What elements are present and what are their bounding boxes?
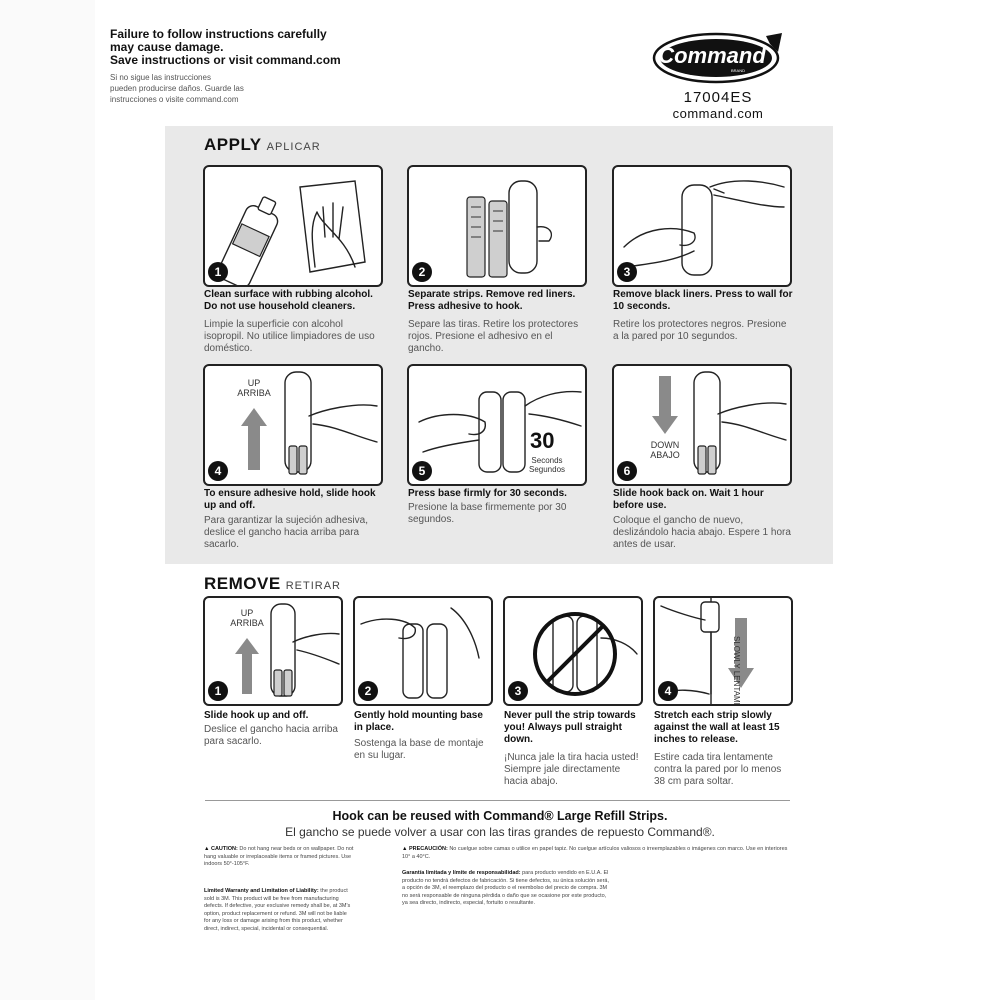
warning-english: Failure to follow instructions carefully… — [110, 28, 470, 67]
apply-step-3-illustration: 3 — [612, 165, 792, 287]
step-number: 2 — [358, 681, 378, 701]
apply-step-5-text: Press base firmly for 30 seconds. — [408, 488, 567, 499]
remove-step-1-text-es: Deslice el gancho hacia arriba para saca… — [204, 724, 338, 747]
prohibited-icon — [533, 612, 617, 696]
step-number: 3 — [508, 681, 528, 701]
step-number: 4 — [208, 461, 228, 481]
apply-step-3-text: Remove black liners. Press to wall for 1… — [613, 289, 793, 312]
remove-step-4-text: Stretch each strip slowly against the wa… — [654, 710, 780, 745]
remove-step-3-illustration: 3 — [503, 596, 643, 706]
warning-line-es: instrucciones o visite command.com — [110, 95, 239, 104]
step-number: 5 — [412, 461, 432, 481]
step-number: 3 — [617, 262, 637, 282]
warning-line: may cause damage. — [110, 40, 224, 54]
remove-step-4-illustration: SLOWLY LENTAMENTE 4 — [653, 596, 793, 706]
apply-step-6-text-es: Coloque el gancho de nuevo, deslizándolo… — [613, 515, 791, 550]
svg-text:BRAND: BRAND — [731, 68, 745, 73]
step-number: 2 — [412, 262, 432, 282]
warning-line-es: Si no sigue las instrucciones — [110, 73, 211, 82]
product-code: 17004ES command.com — [648, 90, 788, 122]
down-arrow-icon — [728, 618, 754, 688]
apply-step-2-text-es: Separe las tiras. Retire los protectores… — [408, 319, 579, 354]
apply-step-1-text-es: Limpie la superficie con alcohol isoprop… — [204, 319, 375, 354]
warning-spanish: Si no sigue las instrucciones pueden pro… — [110, 72, 410, 105]
sku: 17004ES — [683, 89, 753, 106]
apply-step-6-text: Slide hook back on. Wait 1 hour before u… — [613, 488, 764, 511]
apply-step-2-illustration: 2 — [407, 165, 587, 287]
reuse-note: Hook can be reused with Command® Large R… — [332, 809, 668, 823]
step-number: 4 — [658, 681, 678, 701]
slowly-label: SLOWLY LENTAMENTE — [732, 636, 741, 706]
command-logo: Command BRAND — [650, 30, 790, 84]
apply-step-1-illustration: 1 — [203, 165, 383, 287]
remove-step-4-text-es: Estire cada tira lentamente contra la pa… — [654, 752, 782, 787]
precaucion-text: ▲ PRECAUCIÓN: No cuelgue sobre camas o u… — [402, 846, 788, 860]
warning-line: Save instructions or visit command.com — [110, 53, 341, 67]
warning-line-es: pueden producirse daños. Guarde las — [110, 84, 244, 93]
remove-step-2-text-es: Sostenga la base de montaje en su lugar. — [354, 738, 484, 761]
apply-step-4-text-es: Para garantizar la sujeción adhesiva, de… — [204, 515, 368, 550]
website: command.com — [672, 106, 764, 121]
up-arrow-icon — [235, 638, 259, 694]
step-number: 1 — [208, 681, 228, 701]
remove-step-2-illustration: 2 — [353, 596, 493, 706]
garantia-text: Garantía limitada y límite de responsabi… — [402, 870, 609, 906]
caution-text: ▲ CAUTION: Do not hang near beds or on w… — [204, 846, 354, 867]
svg-text:Command: Command — [658, 43, 766, 68]
up-arrow-icon — [241, 408, 267, 470]
apply-step-3-text-es: Retire los protectores negros. Presione … — [613, 319, 787, 342]
remove-step-3-text: Never pull the strip towards you! Always… — [504, 710, 636, 745]
step-number: 1 — [208, 262, 228, 282]
divider — [205, 800, 790, 801]
remove-step-1-text: Slide hook up and off. — [204, 710, 309, 721]
apply-step-2-text: Separate strips. Remove red liners. Pres… — [408, 289, 576, 312]
apply-step-5-text-es: Presione la base firmemente por 30 segun… — [408, 502, 567, 525]
reuse-note-es: El gancho se puede volver a usar con las… — [285, 825, 715, 839]
step-number: 6 — [617, 461, 637, 481]
warning-line: Failure to follow instructions carefully — [110, 27, 327, 41]
warranty-text: Limited Warranty and Limitation of Liabi… — [204, 888, 351, 932]
remove-step-3-text-es: ¡Nunca jale la tira hacia usted! Siempre… — [504, 752, 639, 787]
apply-step-4-text: To ensure adhesive hold, slide hook up a… — [204, 488, 376, 511]
remove-step-2-text: Gently hold mounting base in place. — [354, 710, 483, 733]
apply-step-1-text: Clean surface with rubbing alcohol. Do n… — [204, 289, 373, 312]
seconds-number: 30 — [530, 428, 555, 453]
down-arrow-icon — [652, 376, 678, 434]
